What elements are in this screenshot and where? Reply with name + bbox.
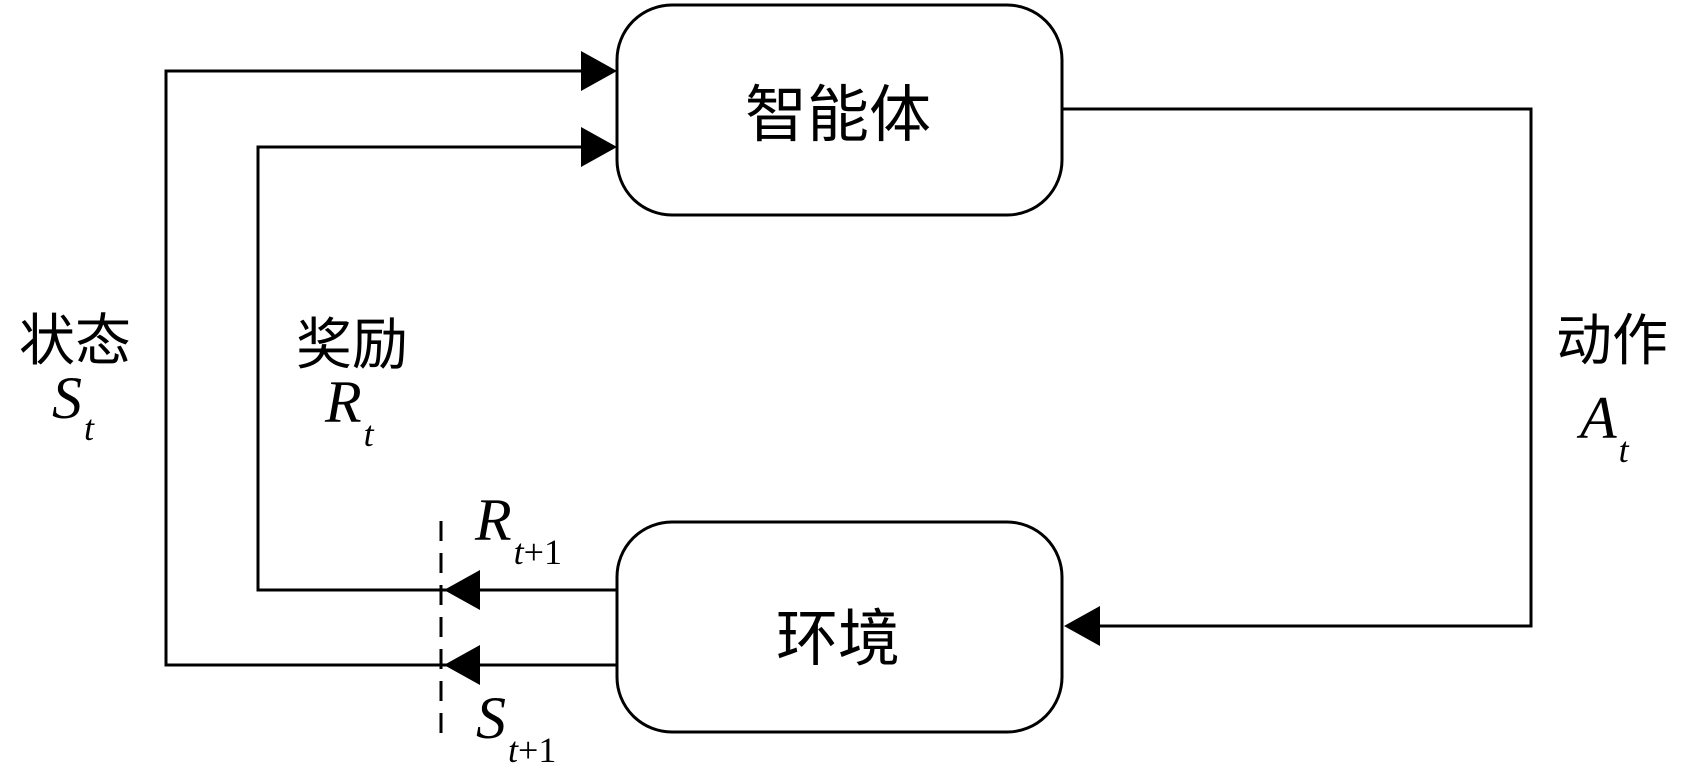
next-reward-label: Rt+1 [474, 487, 562, 572]
next-state-label: St+1 [476, 685, 556, 768]
reward-arrowhead-next [444, 570, 480, 610]
action-label-text: 动作 [1556, 309, 1668, 374]
action-label-symbol: At [1576, 385, 1630, 470]
state-label-text: 状态 [19, 309, 131, 374]
state-label-symbol: St [52, 365, 95, 448]
state-arrowhead-agent [581, 51, 617, 91]
environment-label: 环境 [776, 602, 900, 675]
environment-box [615, 520, 1064, 734]
state-arrowhead-next [444, 645, 480, 685]
reward-path [256, 145, 617, 592]
reward-arrowhead-agent [581, 127, 617, 167]
agent-label: 智能体 [745, 78, 931, 151]
state-path [164, 69, 617, 667]
action-arrowhead [1064, 606, 1100, 646]
action-path [1062, 107, 1533, 628]
reward-label-text: 奖励 [296, 313, 408, 378]
reward-label-symbol: Rt [324, 369, 375, 454]
